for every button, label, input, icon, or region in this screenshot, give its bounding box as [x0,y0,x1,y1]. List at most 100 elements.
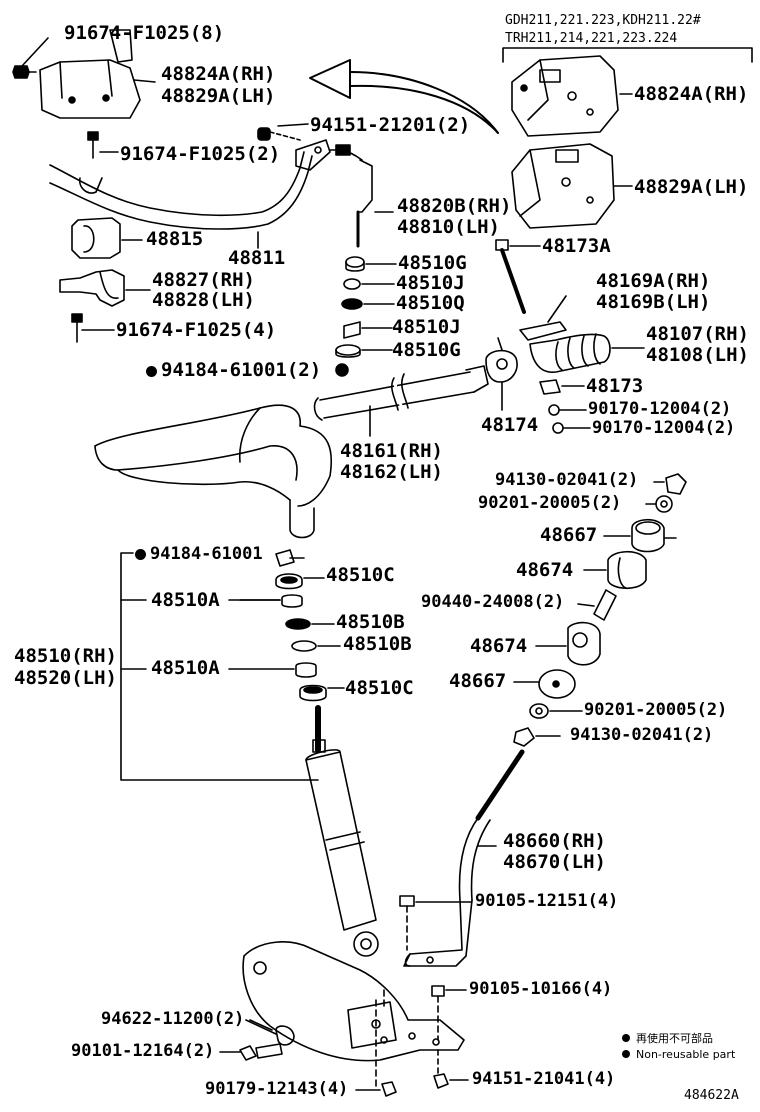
torque-arm-icon [485,337,518,411]
label-48510-rh: 48510(RH) [14,645,117,667]
label-48811: 48811 [228,247,286,269]
label-94184-61001-text: 94184-61001 [150,544,263,564]
label-48670: 48670(LH) [503,851,606,873]
label-48674-b: 48674 [470,635,528,657]
label-48824A-rh: 48824A(RH) [161,63,276,85]
label-90101-12164: 90101-12164(2) [71,1041,215,1061]
label-90440-24008: 90440-24008(2) [421,592,565,612]
label-48108: 48108(LH) [646,344,749,366]
label-48510B-b: 48510B [343,633,412,655]
label-94622-11200: 94622-11200(2) [101,1009,245,1029]
non-reusable-marker-icon [622,1050,630,1058]
label-48510A-b: 48510A [151,657,220,679]
label-94184-61001: 94184-61001 [135,546,263,563]
label-48667-a: 48667 [540,524,598,546]
label-91674-F1025-4: 91674-F1025(4) [116,319,277,341]
label-48520-lh: 48520(LH) [14,667,117,689]
label-48169A: 48169A(RH) [596,270,711,292]
bolt-icon [12,37,49,79]
washer-stack-icon [335,256,397,377]
label-48510B-a: 48510B [336,611,405,633]
label-90170-12004-b: 90170-12004(2) [592,418,736,438]
bracket-48824A-icon [39,29,156,119]
label-94130-02041-b: 94130-02041(2) [570,725,714,745]
legend-line-1: 再使用不可部品 [622,1033,713,1044]
label-48510Q: 48510Q [396,292,465,314]
label-94130-02041-a: 94130-02041(2) [495,470,639,490]
upper-arm-icon [94,404,333,539]
assembly-bracket [120,552,319,781]
label-48510J-b: 48510J [392,316,461,338]
bushing-icon [71,217,143,259]
label-48510J-a: 48510J [396,272,465,294]
non-reusable-marker-icon [622,1034,630,1042]
strut-rod-icon [403,749,525,967]
lower-arm-icon [242,941,465,1091]
anchor-arm-icon [529,333,645,373]
label-48674-a: 48674 [516,559,574,581]
label-48510C-b: 48510C [345,677,414,699]
bolt-icon [219,1019,469,1097]
non-reusable-marker-icon [146,366,157,377]
stabilizer-bar-icon [49,139,331,249]
figure-id: 484622A [684,1088,739,1103]
label-90201-20005-a: 90201-20005(2) [478,493,622,513]
bracket-48824A-right-icon [511,55,633,137]
label-48824A-rh-right: 48824A(RH) [634,83,749,105]
stabilizer-link-icon [329,144,394,248]
non-reusable-marker-icon [135,549,146,560]
label-94151-21041: 94151-21041(4) [472,1069,616,1089]
label-48827: 48827(RH) [152,269,255,291]
header-bracket [502,47,753,63]
label-48174: 48174 [481,414,539,436]
torsion-bar-icon [313,365,489,437]
label-48829A-lh-right: 48829A(LH) [634,176,749,198]
bolt-icon [399,895,473,1041]
shock-washer-stack-icon [275,549,345,702]
label-90170-12004-a: 90170-12004(2) [588,399,732,419]
torsion-arm-icon [519,295,567,341]
direction-arrow [309,59,499,134]
legend-line-1-text: 再使用不可部品 [636,1032,713,1045]
label-48829A-lh: 48829A(LH) [161,85,276,107]
label-48667-b: 48667 [449,670,507,692]
label-48820B: 48820B(RH) [397,195,512,217]
label-48173: 48173 [586,375,644,397]
label-48510G-b: 48510G [392,339,461,361]
anchor-bolt-icon [495,239,541,314]
legend-line-2: Non-reusable part [622,1049,735,1060]
bolt-icon [87,131,119,159]
label-48161: 48161(RH) [340,440,443,462]
shock-absorber-icon [305,705,379,957]
label-48510A-a: 48510A [151,589,220,611]
nut-icon [257,123,309,141]
label-48660: 48660(RH) [503,830,606,852]
label-48173A: 48173A [542,235,611,257]
leader-lines [239,537,677,601]
bolt-icon [71,313,115,343]
label-48169B: 48169B(LH) [596,291,711,313]
label-48162: 48162(LH) [340,461,443,483]
nut-icon [548,404,591,434]
adjusting-bolt-seat-icon [539,379,585,395]
label-48810: 48810(LH) [397,216,500,238]
label-90201-20005-b: 90201-20005(2) [584,700,728,720]
label-94184-61001-2: 94184-61001(2) [146,361,321,380]
label-91674-F1025-8: 91674-F1025(8) [64,22,225,44]
label-90179-12143: 90179-12143(4) [205,1079,349,1099]
label-48510C-a: 48510C [326,564,395,586]
right-bushing-stack-icon [513,473,687,747]
label-48815: 48815 [146,228,204,250]
header-line-2: TRH211,214,221,223.224 [505,31,678,46]
bracket-48829A-right-icon [511,143,633,229]
label-48107: 48107(RH) [646,323,749,345]
label-90105-10166: 90105-10166(4) [469,979,613,999]
bracket-48827-icon [59,269,151,307]
label-90105-12151: 90105-12151(4) [475,891,619,911]
label-48828: 48828(LH) [152,289,255,311]
label-94151-21201: 94151-21201(2) [310,114,471,136]
legend-line-2-text: Non-reusable part [636,1048,736,1061]
label-91674-F1025-2: 91674-F1025(2) [120,143,281,165]
label-94184-61001-2-text: 94184-61001(2) [161,359,322,381]
